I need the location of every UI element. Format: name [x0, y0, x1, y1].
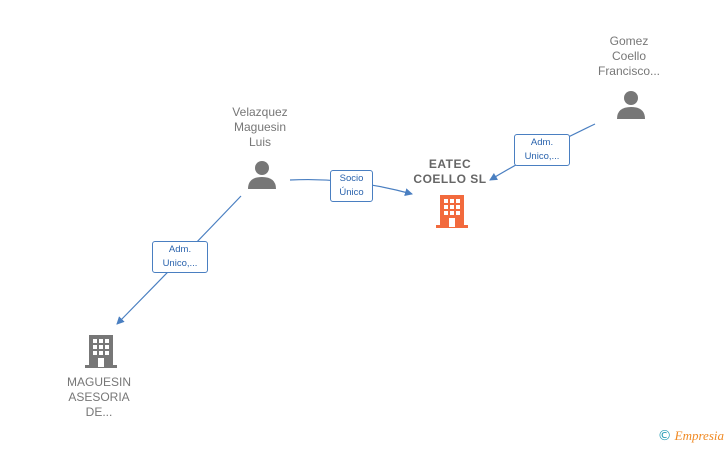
edge-label-line-2: Unico,... [162, 258, 198, 269]
building-icon[interactable] [436, 193, 468, 229]
empresia-logo: ©Empresia [658, 428, 724, 444]
velazquez-line-3: Luis [248, 135, 271, 149]
edge-label-line-2: Unico,... [524, 151, 560, 162]
velazquez-line-1: Velazquez [232, 105, 288, 119]
edge-label-adm-unico-gomez[interactable]: Adm. Unico,... [514, 134, 570, 166]
company-label-maguesin[interactable]: MAGUESIN ASESORIA DE... [39, 375, 159, 420]
person-label-gomez[interactable]: Gomez Coello Francisco... [569, 34, 689, 79]
velazquez-line-2: Maguesin [233, 120, 287, 134]
gomez-line-3: Francisco... [597, 64, 660, 78]
person-icon[interactable] [247, 159, 277, 189]
brand-name: Empresia [674, 428, 724, 443]
copyright-icon: © [657, 428, 672, 444]
center-label-line-1: EATEC [428, 157, 472, 171]
person-icon[interactable] [616, 89, 646, 119]
maguesin-line-3: DE... [85, 405, 113, 419]
edge-label-adm-unico-maguesin[interactable]: Adm. Unico,... [152, 241, 208, 273]
center-company-label[interactable]: EATEC COELLO SL [390, 157, 510, 187]
center-label-line-2: COELLO SL [413, 172, 487, 186]
person-label-velazquez[interactable]: Velazquez Maguesin Luis [200, 105, 320, 150]
gomez-line-1: Gomez [609, 34, 649, 48]
maguesin-line-2: ASESORIA [68, 390, 130, 404]
edge-label-line-2: Único [339, 187, 364, 198]
gomez-line-2: Coello [611, 49, 647, 63]
maguesin-line-1: MAGUESIN [66, 375, 131, 389]
edge-label-line-1: Adm. [168, 244, 192, 255]
edge-label-line-1: Socio [339, 173, 364, 184]
building-icon[interactable] [85, 333, 117, 369]
edge-label-socio-unico[interactable]: Socio Único [330, 170, 373, 202]
edge-label-line-1: Adm. [530, 137, 554, 148]
